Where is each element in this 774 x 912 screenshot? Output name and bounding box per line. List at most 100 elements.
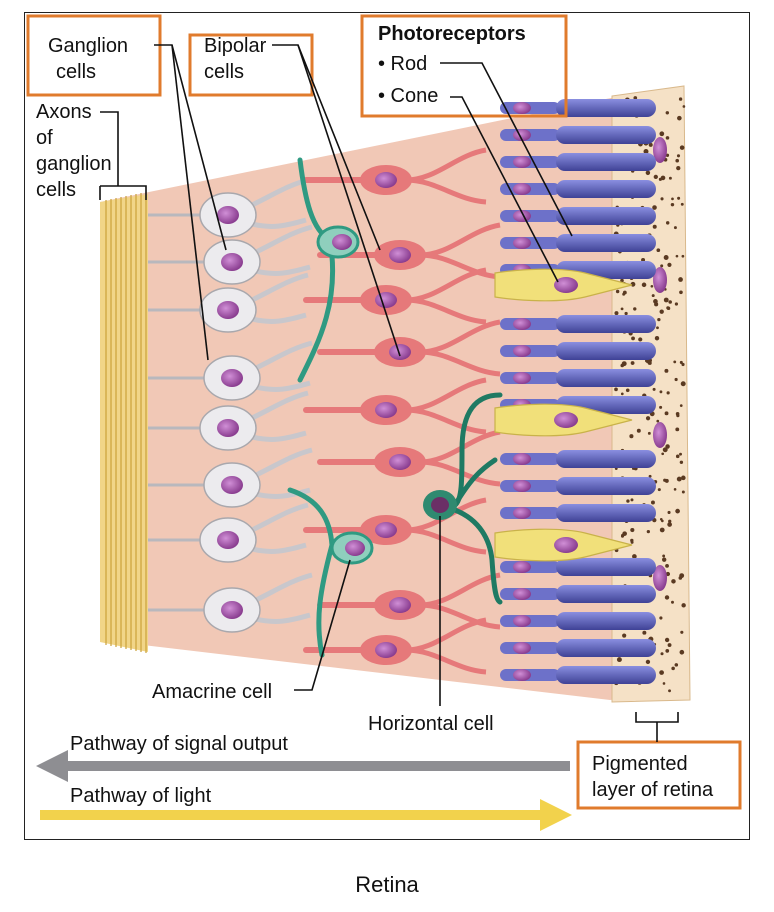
ganglion-nucleus: [217, 206, 239, 224]
rod-nucleus: [513, 561, 531, 573]
cone-nucleus: [554, 277, 578, 293]
ganglion-cells-group: [147, 177, 313, 633]
photoreceptors-group: [494, 99, 656, 684]
pigment-granule: [668, 176, 672, 180]
pigment-granule: [673, 360, 677, 364]
pigment-granule: [676, 154, 681, 158]
pigment-granule: [651, 294, 655, 298]
pigment-granule: [659, 390, 663, 394]
pigment-granule: [660, 175, 666, 181]
pigment-granule: [664, 368, 669, 373]
horizontal-cell: [452, 392, 503, 605]
pigment-granule: [616, 657, 622, 663]
pigment-granule: [679, 452, 682, 456]
axons-label-line2: of: [36, 127, 53, 149]
pigment-granule: [679, 573, 685, 579]
pigment-granule: [676, 165, 681, 171]
pigment-granule: [667, 262, 672, 267]
bipolar-dendrite: [405, 147, 487, 205]
pigment-granule: [652, 205, 657, 210]
pigment-cell-nucleus: [653, 137, 667, 163]
rod-outer-segment: [556, 639, 656, 657]
ganglion-cells-label-line1: Ganglion: [48, 35, 128, 57]
pigment-granule: [666, 306, 670, 310]
pigment-granule: [660, 264, 664, 268]
pigment-granule: [656, 248, 661, 253]
pigment-granule: [641, 257, 646, 262]
bipolar-dendrite: [419, 319, 501, 377]
ganglion-nucleus: [221, 253, 243, 271]
pigment-granule: [676, 414, 680, 418]
pigment-granule: [630, 527, 635, 533]
leader-lines: [99, 44, 679, 742]
bipolar-nucleus: [375, 402, 397, 418]
rod-outer-segment: [556, 612, 656, 630]
bipolar-dendrite: [405, 617, 487, 675]
pigment-granule: [678, 277, 683, 282]
ganglion-nucleus: [217, 419, 239, 437]
pigment-granule: [667, 643, 672, 647]
bipolar-nucleus: [375, 522, 397, 538]
rod-nucleus: [513, 318, 531, 330]
bipolar-nucleus: [389, 247, 411, 263]
pigment-granule: [668, 689, 671, 693]
pigment-granule: [681, 490, 685, 494]
ganglion-nucleus: [221, 601, 243, 619]
pigment-granule: [680, 381, 686, 387]
pigmented-layer-label-line1: Pigmented: [592, 753, 688, 775]
rod-outer-segment: [556, 126, 656, 144]
pigment-granule: [663, 478, 667, 482]
pigment-granule: [624, 311, 628, 316]
pigment-granule: [659, 309, 664, 314]
amacrine-cell-label: Amacrine cell: [152, 681, 272, 703]
pigment-granule: [665, 153, 670, 157]
pigment-granule: [674, 377, 678, 382]
pigment-granule: [647, 431, 651, 435]
ganglion-nucleus: [221, 369, 243, 387]
ganglion-cells-label-line2: cells: [56, 61, 96, 83]
rod-nucleus: [513, 372, 531, 384]
pigment-granule: [679, 404, 683, 407]
pigment-granule: [667, 510, 671, 514]
pigment-granule: [620, 307, 624, 311]
amacrine-nucleus-lower: [345, 540, 365, 556]
pigment-granule: [636, 428, 641, 433]
pigment-granule: [671, 666, 675, 671]
rod-outer-segment: [556, 558, 656, 576]
axons-label-line4: cells: [36, 179, 76, 201]
signal-output-label: Pathway of signal output: [70, 733, 288, 755]
pigment-granule: [659, 616, 663, 620]
pigment-granule: [673, 226, 677, 230]
pigment-granule: [666, 391, 670, 395]
pigment-granule: [648, 474, 652, 478]
pigment-granule: [659, 527, 665, 533]
pigment-granule: [665, 563, 669, 568]
pigment-granule: [653, 299, 658, 304]
pigment-granule: [660, 652, 664, 656]
pigment-granule: [665, 571, 671, 577]
axons-label-line1: Axons: [36, 101, 92, 123]
rod-nucleus: [513, 453, 531, 465]
bipolar-cells-label-line2: cells: [204, 61, 244, 83]
ganglion-cells-highlight: [26, 14, 162, 97]
pigment-granule: [679, 360, 683, 364]
rod-nucleus: [513, 642, 531, 654]
pigment-granule: [675, 454, 680, 459]
pigment-granule: [659, 405, 663, 409]
pigment-cell-nucleus: [653, 422, 667, 448]
pigment-granule: [664, 411, 669, 416]
amacrine-nucleus-upper: [332, 234, 352, 250]
bipolar-cells-highlight: [188, 33, 314, 97]
pigment-granule: [678, 97, 683, 101]
rod-outer-segment: [556, 585, 656, 603]
pigment-granule: [621, 533, 625, 538]
pigment-granule: [651, 500, 655, 505]
horizontal-cell-nucleus: [431, 497, 449, 513]
ganglion-nucleus: [221, 476, 243, 494]
rod-nucleus: [513, 102, 531, 114]
rod-outer-segment: [556, 504, 656, 522]
pigment-granule: [662, 557, 667, 562]
rod-nucleus: [513, 183, 531, 195]
rod-nucleus: [513, 156, 531, 168]
